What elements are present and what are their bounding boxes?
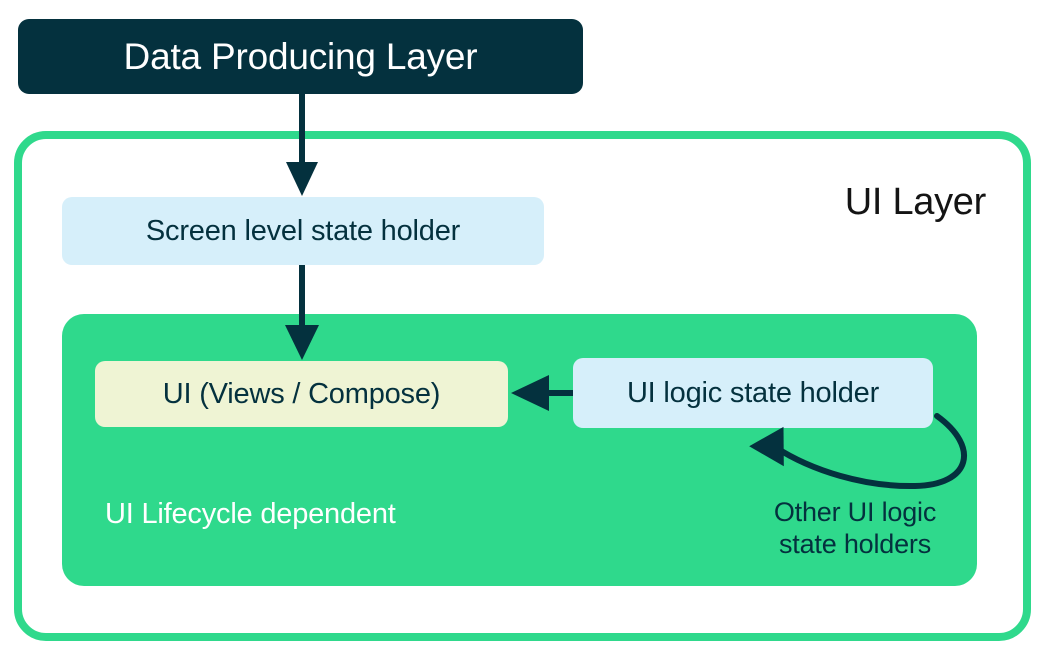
other-ui-logic-state-holders-caption: Other UI logic state holders xyxy=(755,497,955,561)
other-holders-line-1: Other UI logic xyxy=(773,497,937,527)
screen-level-state-holder-box: Screen level state holder xyxy=(62,197,544,265)
data-producing-layer-label: Data Producing Layer xyxy=(123,36,478,77)
other-holders-line-2: state holders xyxy=(779,528,931,559)
ui-layer-container xyxy=(14,131,1031,641)
data-producing-layer-box: Data Producing Layer xyxy=(18,19,583,94)
ui-layer-title: UI Layer xyxy=(844,181,987,223)
ui-views-compose-box: UI (Views / Compose) xyxy=(95,361,508,427)
ui-views-compose-label: UI (Views / Compose) xyxy=(162,377,441,410)
ui-logic-state-holder-label: UI logic state holder xyxy=(626,376,880,409)
ui-logic-state-holder-box: UI logic state holder xyxy=(573,358,933,428)
ui-lifecycle-dependent-caption: UI Lifecycle dependent xyxy=(105,498,396,530)
screen-level-state-holder-label: Screen level state holder xyxy=(145,214,461,247)
